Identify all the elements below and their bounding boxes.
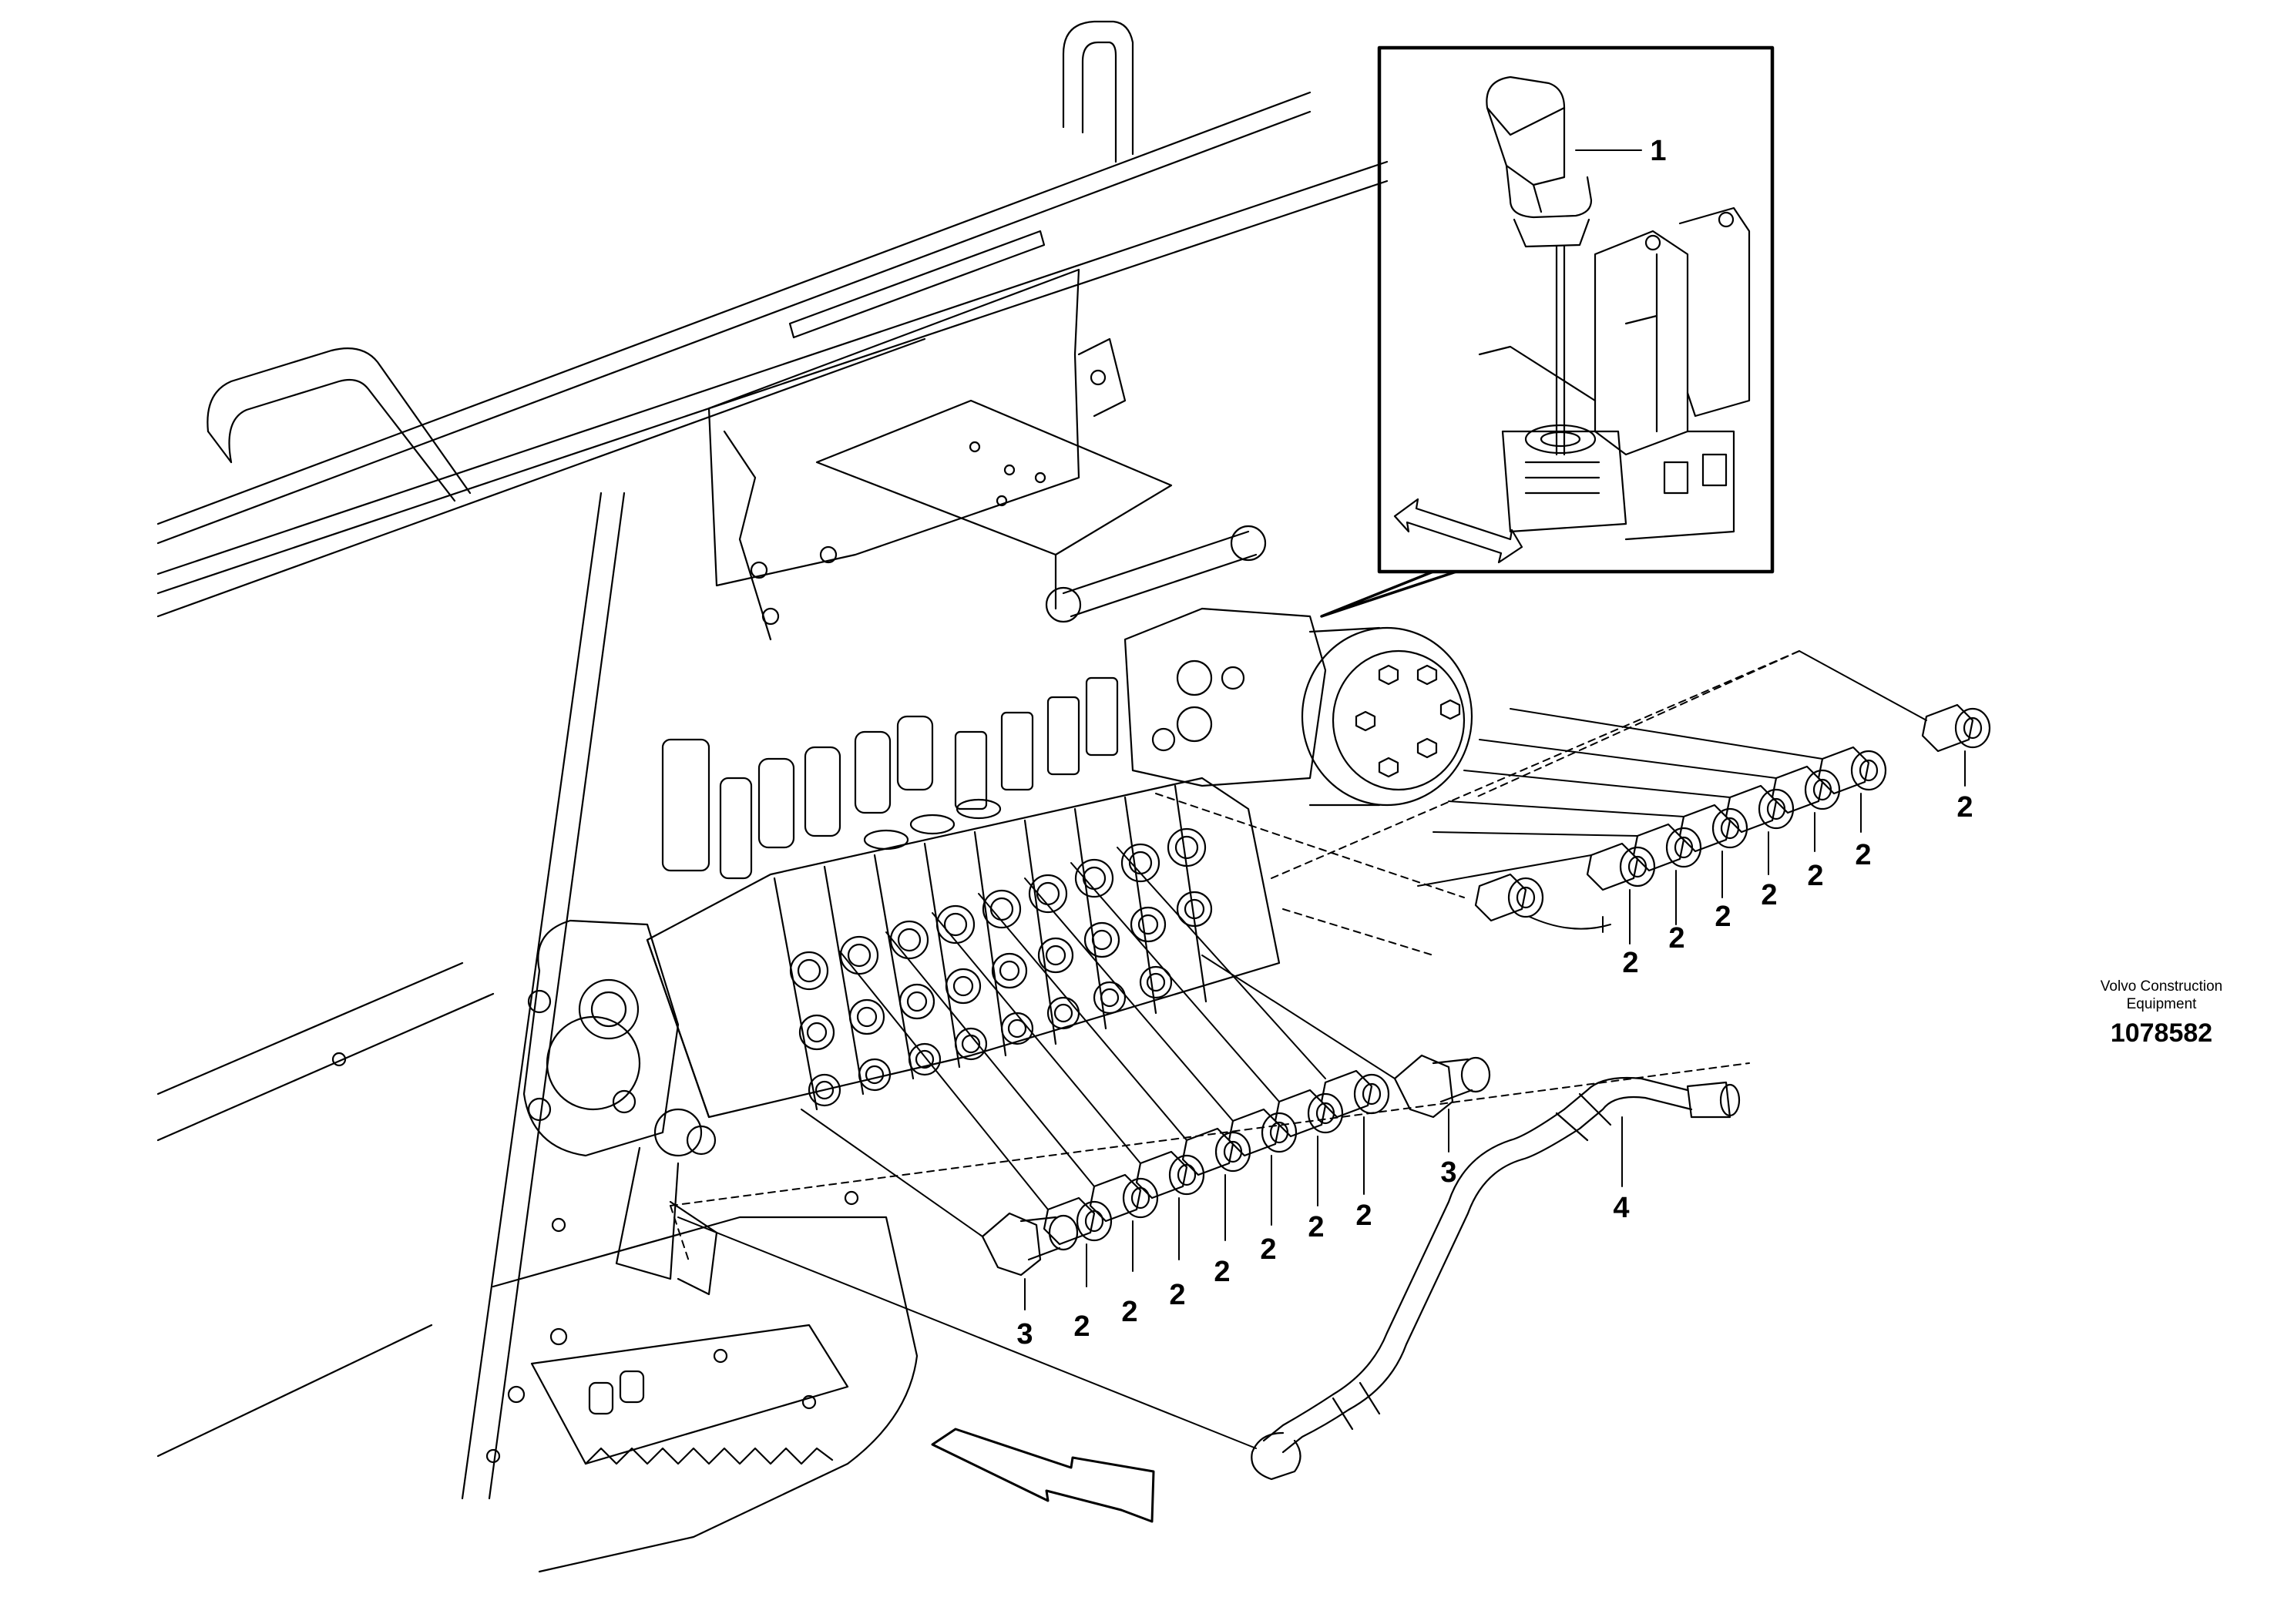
callout-2: 2 bbox=[1355, 1200, 1372, 1232]
inset-detail-view bbox=[1320, 45, 1775, 618]
fitting bbox=[1817, 746, 1887, 795]
callout-2: 2 bbox=[1761, 879, 1778, 911]
brand-caption-line-1: Volvo Construction bbox=[2100, 978, 2223, 995]
hose-item-4 bbox=[1251, 1076, 1741, 1481]
control-valve-block bbox=[522, 676, 1281, 1296]
brand-caption-line-2: Equipment bbox=[2126, 996, 2197, 1012]
callout-2: 2 bbox=[1956, 791, 1973, 824]
inlet-cover bbox=[522, 919, 680, 1157]
solenoid-caps bbox=[661, 676, 1119, 880]
callout-2: 2 bbox=[1715, 901, 1731, 933]
elbow-fitting-item-1 bbox=[1486, 75, 1593, 248]
callout-2: 2 bbox=[1169, 1279, 1186, 1311]
callout-2: 2 bbox=[1855, 839, 1872, 871]
fitting bbox=[1921, 703, 1991, 753]
fitting bbox=[1043, 1196, 1113, 1246]
direction-arrow-inset bbox=[1393, 498, 1523, 564]
callout-3: 3 bbox=[1016, 1318, 1033, 1351]
fitting bbox=[1320, 1069, 1390, 1119]
document-number: 1078582 bbox=[2110, 1018, 2213, 1048]
callout-4: 4 bbox=[1613, 1192, 1630, 1224]
machine-frame bbox=[156, 20, 1389, 1573]
direction-arrow bbox=[931, 1428, 1155, 1523]
fitting bbox=[1135, 1150, 1205, 1200]
elbow-fitting bbox=[981, 1212, 1079, 1277]
pilot-valve-housing bbox=[1123, 607, 1473, 807]
callout-2: 2 bbox=[1668, 922, 1685, 955]
callout-1: 1 bbox=[1650, 135, 1667, 167]
fitting bbox=[1586, 842, 1656, 891]
callout-2: 2 bbox=[1073, 1310, 1090, 1343]
dashed-leader-lines bbox=[670, 650, 1800, 1264]
callout-3: 3 bbox=[1440, 1156, 1457, 1189]
callout-2: 2 bbox=[1622, 947, 1639, 979]
leader-lines bbox=[677, 149, 1966, 1449]
callout-2: 2 bbox=[1807, 860, 1824, 892]
fittings-item-2 bbox=[1043, 703, 1991, 1246]
callout-2: 2 bbox=[1121, 1296, 1138, 1328]
mounting-bracket bbox=[707, 268, 1267, 641]
fitting bbox=[1089, 1173, 1159, 1223]
callout-2: 2 bbox=[1214, 1256, 1231, 1288]
callout-2: 2 bbox=[1308, 1211, 1325, 1243]
fitting bbox=[1474, 873, 1544, 922]
callout-2: 2 bbox=[1260, 1233, 1277, 1266]
valve-ports bbox=[789, 827, 1213, 1107]
fitting bbox=[1181, 1127, 1251, 1176]
